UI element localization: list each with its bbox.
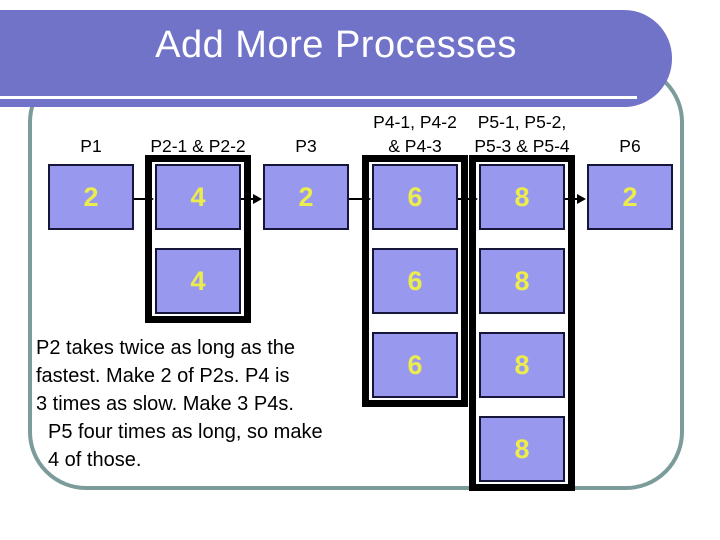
flow-arrow-line: [241, 198, 254, 200]
flow-arrowhead-icon: [253, 194, 262, 204]
flow-arrowhead-icon: [362, 194, 371, 204]
note-line: 4 of those.: [48, 449, 142, 471]
process-box-p5-3: 8: [479, 332, 565, 398]
process-box-p4-3: 6: [372, 332, 458, 398]
process-time-value: 4: [190, 265, 206, 296]
process-time-value: 8: [514, 433, 530, 464]
column-label-p2: P2-1 & P2-2: [128, 134, 268, 158]
process-time-value: 2: [83, 181, 99, 212]
process-time-value: 4: [190, 181, 206, 212]
note-line: 3 times as slow. Make 3 P4s.: [36, 393, 294, 415]
process-time-value: 2: [622, 181, 638, 212]
flow-arrow-line: [458, 198, 470, 200]
flow-arrow-line: [565, 198, 578, 200]
flow-arrowhead-icon: [577, 194, 586, 204]
process-time-value: 8: [514, 265, 530, 296]
column-label-line: P2-1 & P2-2: [150, 136, 246, 156]
column-label-line: P1: [80, 136, 102, 156]
slide-title: Add More Processes: [155, 24, 517, 66]
note-text: P2 takes twice as long as the fastest. M…: [36, 334, 376, 474]
process-box-p5-4: 8: [479, 416, 565, 482]
column-label-line: P5-3 & P5-4: [474, 136, 570, 156]
column-label-line: P6: [619, 136, 641, 156]
process-box-p5-2: 8: [479, 248, 565, 314]
process-box-p2-2: 4: [155, 248, 241, 314]
process-box-p3-1: 2: [263, 164, 349, 230]
note-line: fastest. Make 2 of P2s. P4 is: [36, 365, 290, 387]
process-time-value: 6: [407, 265, 423, 296]
column-label-p4: P4-1, P4-2 & P4-3: [345, 110, 485, 158]
flow-arrow-line: [349, 198, 363, 200]
column-label-p3: P3: [236, 134, 376, 158]
process-time-value: 6: [407, 181, 423, 212]
column-label-p1: P1: [21, 134, 161, 158]
note-line: P2 takes twice as long as the: [36, 337, 296, 359]
column-label-line: P4-1, P4-2: [373, 112, 457, 132]
column-label-p5: P5-1, P5-2, P5-3 & P5-4: [452, 110, 592, 158]
column-label-line: P5-1, P5-2,: [477, 112, 567, 132]
flow-arrowhead-icon: [469, 194, 478, 204]
process-time-value: 8: [514, 349, 530, 380]
column-label-line: & P4-3: [388, 136, 442, 156]
process-box-p5-1: 8: [479, 164, 565, 230]
flow-arrowhead-icon: [145, 194, 154, 204]
process-time-value: 2: [298, 181, 314, 212]
process-time-value: 8: [514, 181, 530, 212]
process-box-p4-2: 6: [372, 248, 458, 314]
process-box-p1-1: 2: [48, 164, 134, 230]
column-label-p6: P6: [560, 134, 700, 158]
column-label-line: P3: [295, 136, 317, 156]
title-underline: [0, 96, 637, 99]
process-time-value: 6: [407, 349, 423, 380]
process-box-p6-1: 2: [587, 164, 673, 230]
title-bar: Add More Processes: [0, 10, 672, 107]
process-box-p4-1: 6: [372, 164, 458, 230]
flow-arrow-line: [134, 198, 146, 200]
note-line: P5 four times as long, so make: [48, 421, 323, 443]
process-box-p2-1: 4: [155, 164, 241, 230]
